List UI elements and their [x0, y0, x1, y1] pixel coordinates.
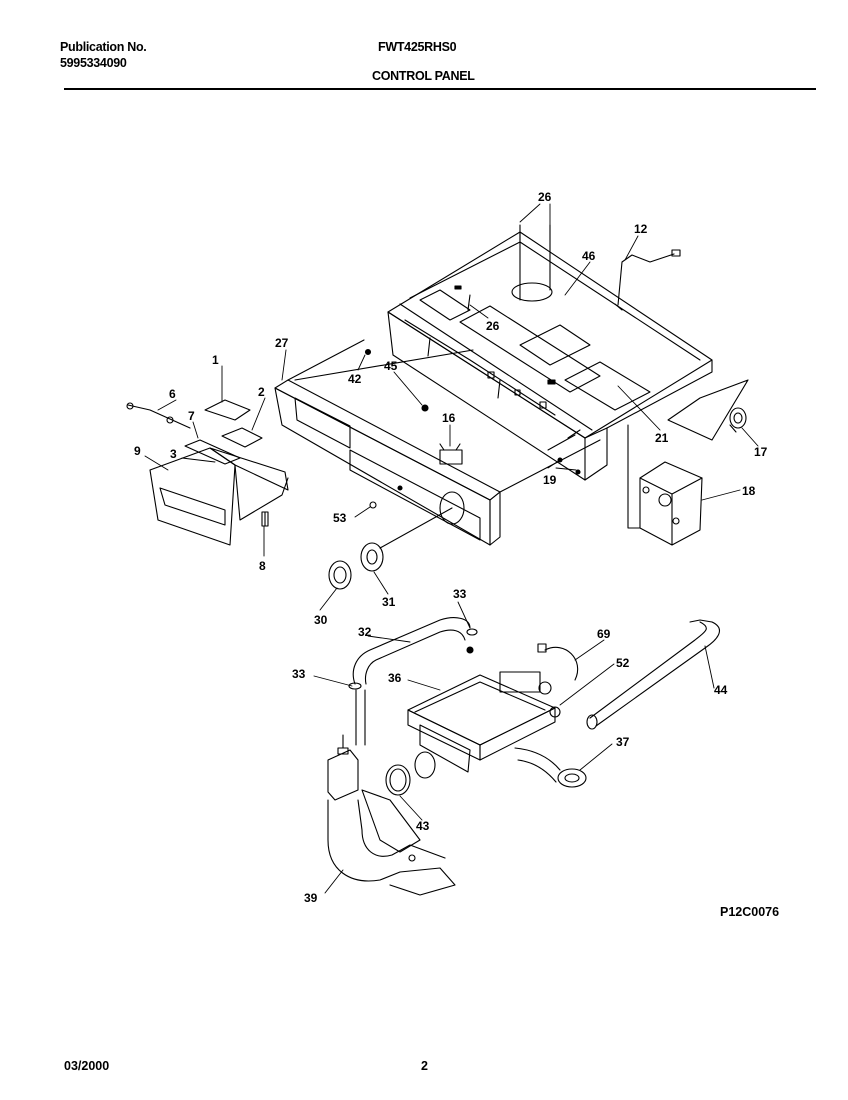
callout-52: 52	[616, 656, 630, 670]
footer-date: 03/2000	[64, 1059, 110, 1073]
callout-45: 45	[384, 359, 398, 373]
callout-43: 43	[416, 819, 430, 833]
callout-numbers: 1 2 3 6 7 8 9 12 16 17 18 19 21 26 26 27…	[134, 190, 768, 905]
hose-32	[348, 617, 478, 746]
callout-44: 44	[714, 683, 728, 697]
callout-46: 46	[582, 249, 596, 263]
callout-39: 39	[304, 891, 318, 905]
callout-6: 6	[169, 387, 176, 401]
callout-33-top: 33	[453, 587, 467, 601]
section-title: CONTROL PANEL	[372, 69, 475, 83]
callout-37: 37	[616, 735, 630, 749]
console-panel	[274, 339, 601, 546]
callout-69: 69	[597, 627, 611, 641]
header-rule	[64, 88, 816, 90]
model-number: FWT425RHS0	[378, 40, 457, 54]
callout-36: 36	[388, 671, 402, 685]
duct-39	[327, 734, 456, 896]
footer-page: 2	[421, 1059, 428, 1073]
dispenser-drawer	[126, 399, 289, 546]
publication-label: Publication No.	[60, 40, 147, 54]
cord-12	[614, 249, 681, 311]
callout-33-left: 33	[292, 667, 306, 681]
callout-42: 42	[348, 372, 362, 386]
callout-2: 2	[258, 385, 265, 399]
callout-8: 8	[259, 559, 266, 573]
callout-32: 32	[358, 625, 372, 639]
leader-lines	[144, 203, 759, 894]
callout-26-top: 26	[538, 190, 552, 204]
callout-30: 30	[314, 613, 328, 627]
callout-26-mid: 26	[486, 319, 500, 333]
callout-53: 53	[333, 511, 347, 525]
callout-17: 17	[754, 445, 768, 459]
callout-9: 9	[134, 444, 141, 458]
valve-36	[407, 643, 579, 773]
callout-18: 18	[742, 484, 756, 498]
knob-17	[667, 379, 749, 441]
callout-7: 7	[188, 409, 195, 423]
callout-27: 27	[275, 336, 289, 350]
knobs-30-31	[328, 507, 453, 590]
callout-3: 3	[170, 447, 177, 461]
diagram-code: P12C0076	[720, 905, 779, 919]
callout-21: 21	[655, 431, 669, 445]
callout-1: 1	[212, 353, 219, 367]
seal-43	[385, 751, 436, 796]
publication-number: 5995334090	[60, 56, 127, 70]
callout-19: 19	[543, 473, 557, 487]
small-parts	[364, 224, 581, 509]
callout-16: 16	[442, 411, 456, 425]
callout-31: 31	[382, 595, 396, 609]
hose-37	[514, 747, 587, 788]
callout-12: 12	[634, 222, 648, 236]
timer-18	[627, 424, 703, 546]
